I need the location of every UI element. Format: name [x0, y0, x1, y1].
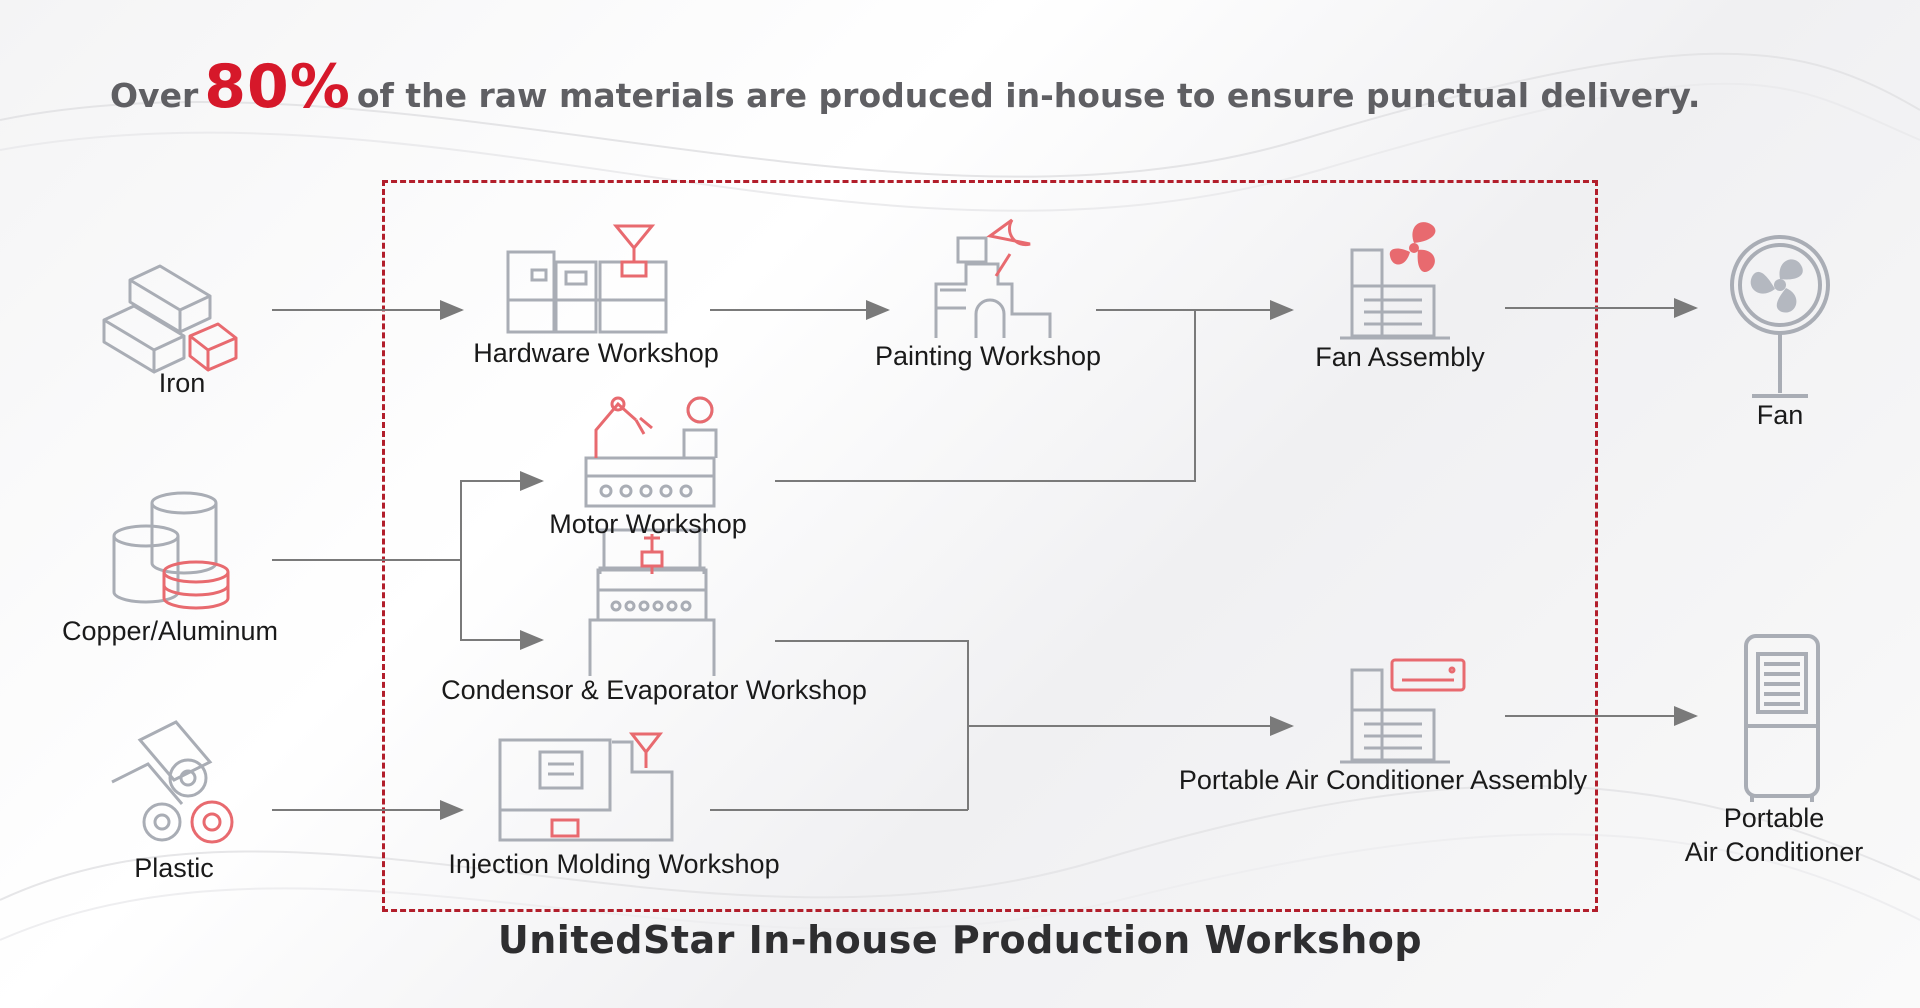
workshop-label-hardware: Hardware Workshop — [473, 338, 719, 368]
line-condensor-merge — [775, 640, 969, 810]
headline-percentage: 80% — [204, 52, 351, 122]
motor-assembly-line-icon — [584, 396, 718, 508]
assembly-label-portable-ac: Portable Air Conditioner Assembly — [1178, 765, 1588, 795]
portable-air-conditioner-icon — [1744, 634, 1820, 802]
line-motor-to-fan-assembly — [775, 310, 1196, 482]
injection-molding-machine-icon — [498, 732, 674, 842]
arrow-copper-to-motor — [460, 471, 544, 560]
in-house-workshop-frame — [382, 180, 1598, 912]
standing-fan-icon — [1730, 235, 1830, 398]
workshop-label-condensor-evaporator: Condensor & Evaporator Workshop — [441, 675, 867, 705]
metal-coils-icon — [112, 491, 230, 610]
product-label-portable-ac-line1: Portable — [1723, 803, 1825, 833]
hardware-machine-icon — [506, 224, 668, 334]
arrow-copper-to-condensor — [460, 560, 544, 650]
raw-material-label-plastic: Plastic — [134, 853, 214, 883]
raw-material-label-iron: Iron — [158, 368, 206, 398]
product-label-portable-ac: Portable Air Conditioner — [1685, 801, 1864, 869]
assembly-label-fan: Fan Assembly — [1315, 342, 1485, 372]
headline-suffix: of the raw materials are produced in-hou… — [356, 76, 1701, 115]
product-label-portable-ac-line2: Air Conditioner — [1684, 837, 1864, 867]
plastic-rolls-icon — [111, 720, 234, 844]
iron-ingots-icon — [102, 264, 238, 374]
workshop-label-painting: Painting Workshop — [874, 341, 1102, 371]
painting-station-icon — [934, 218, 1052, 338]
workshop-label-injection-molding: Injection Molding Workshop — [448, 849, 780, 879]
cnc-machine-icon — [588, 528, 716, 676]
fan-assembly-icon — [1340, 222, 1450, 340]
workshop-label-motor: Motor Workshop — [549, 509, 747, 539]
ac-assembly-icon — [1340, 658, 1466, 764]
headline-prefix: Over — [110, 76, 199, 115]
footer-title: UnitedStar In-house Production Workshop — [497, 918, 1423, 962]
raw-material-label-copper-aluminum: Copper/Aluminum — [61, 616, 279, 646]
product-label-fan: Fan — [1756, 400, 1804, 430]
